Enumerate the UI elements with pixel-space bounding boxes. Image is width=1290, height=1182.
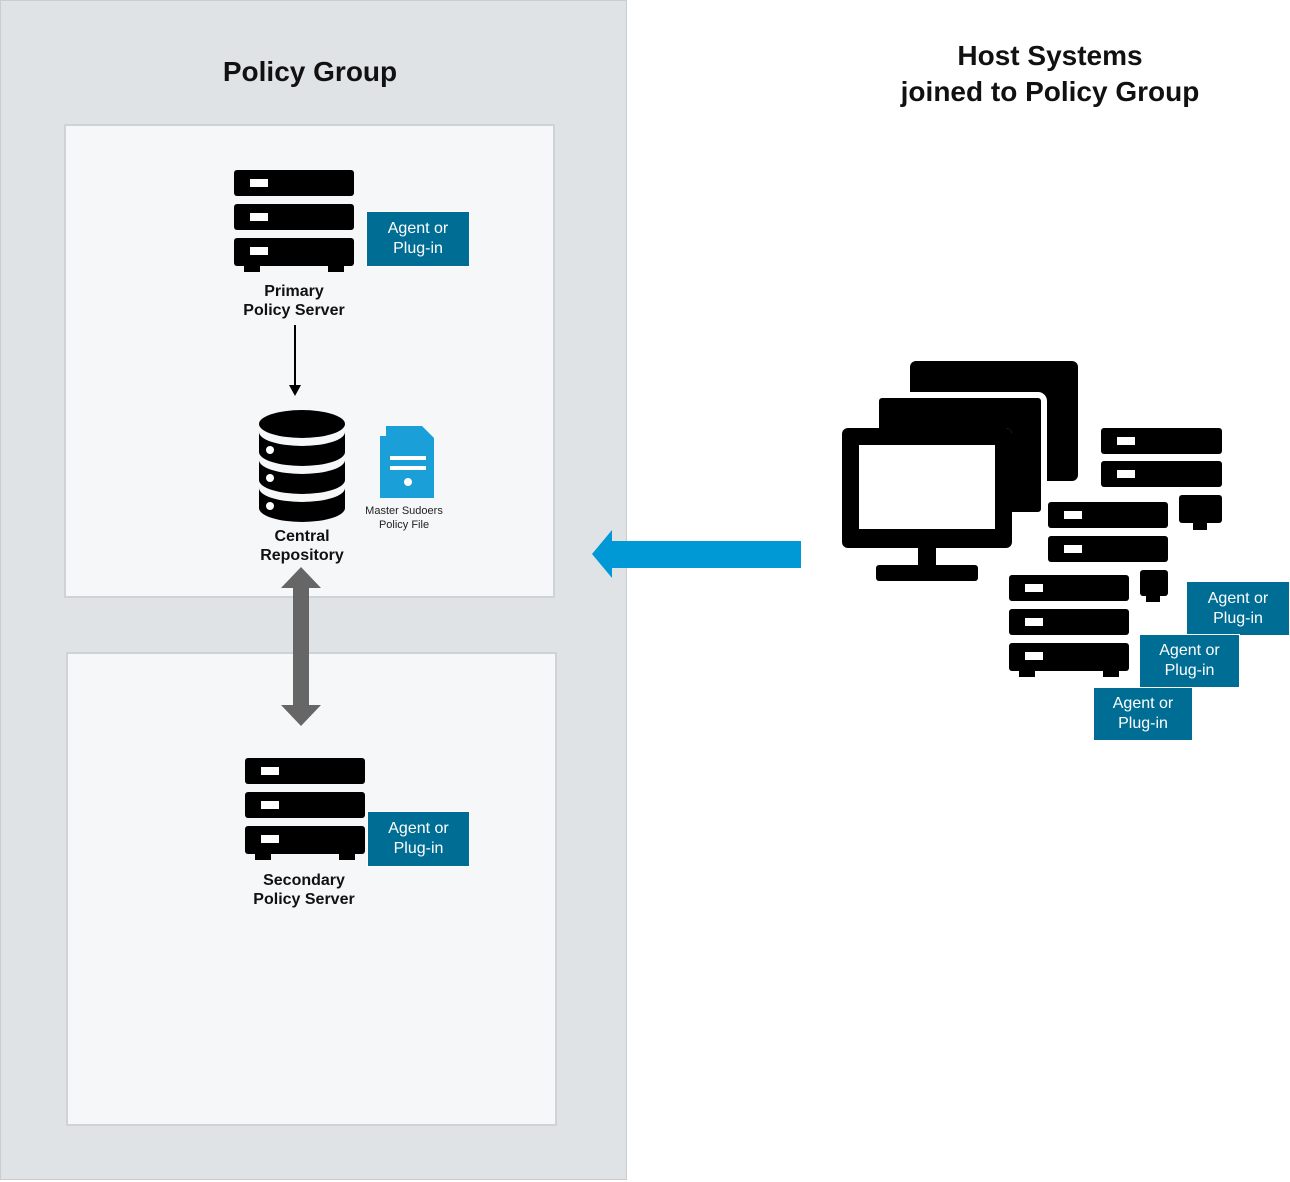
policy-file-icon — [380, 426, 434, 498]
primary-server-label: Primary Policy Server — [214, 282, 374, 320]
host-server-icon-2 — [1048, 502, 1168, 602]
host-systems-title: Host Systems joined to Policy Group — [850, 38, 1250, 110]
primary-agent-badge-label: Agent or Plug-in — [387, 220, 449, 257]
host-server-icon-3 — [1009, 575, 1129, 677]
repository-label: Central Repository — [222, 527, 382, 565]
secondary-section-box — [66, 652, 557, 1126]
host-server-icon-1 — [1101, 428, 1222, 530]
secondary-agent-badge: Agent or Plug-in — [367, 811, 470, 867]
primary-server-icon — [234, 170, 354, 272]
host-systems-title-line2: joined to Policy Group — [900, 76, 1200, 107]
primary-server-label-line1: Primary — [264, 283, 324, 300]
arrow-primary-to-repository — [289, 325, 301, 396]
repository-label-line1: Central — [274, 528, 330, 545]
host-agent-badge-3: Agent or Plug-in — [1093, 687, 1193, 741]
host-agent-badge-3-label: Agent or Plug-in — [1112, 695, 1174, 732]
host-systems-title-line1: Host Systems — [957, 40, 1143, 71]
host-agent-badge-2: Agent or Plug-in — [1139, 634, 1240, 688]
policy-group-title: Policy Group — [222, 56, 398, 87]
sync-double-arrow — [281, 567, 321, 726]
monitor-stack-icon — [842, 361, 1078, 581]
repository-label-line2: Repository — [260, 547, 344, 564]
secondary-server-icon — [245, 758, 365, 860]
policy-file-label-line2: Policy File — [378, 519, 430, 531]
secondary-agent-badge-label: Agent or Plug-in — [388, 820, 449, 857]
secondary-server-label: Secondary Policy Server — [224, 871, 384, 909]
primary-server-label-line2: Policy Server — [243, 302, 345, 319]
join-arrow — [592, 530, 801, 578]
primary-agent-badge: Agent or Plug-in — [366, 211, 470, 267]
database-icon — [259, 410, 345, 522]
policy-file-label-line1: Master Sudoers — [365, 505, 443, 517]
host-agent-badge-2-label: Agent or Plug-in — [1159, 642, 1220, 679]
secondary-server-label-line2: Policy Server — [253, 891, 355, 908]
secondary-server-label-line1: Secondary — [263, 872, 345, 889]
host-agent-badge-1-label: Agent or Plug-in — [1207, 589, 1269, 627]
policy-file-label: Master Sudoers Policy File — [354, 504, 454, 532]
host-agent-badge-1: Agent or Plug-in — [1186, 581, 1290, 636]
